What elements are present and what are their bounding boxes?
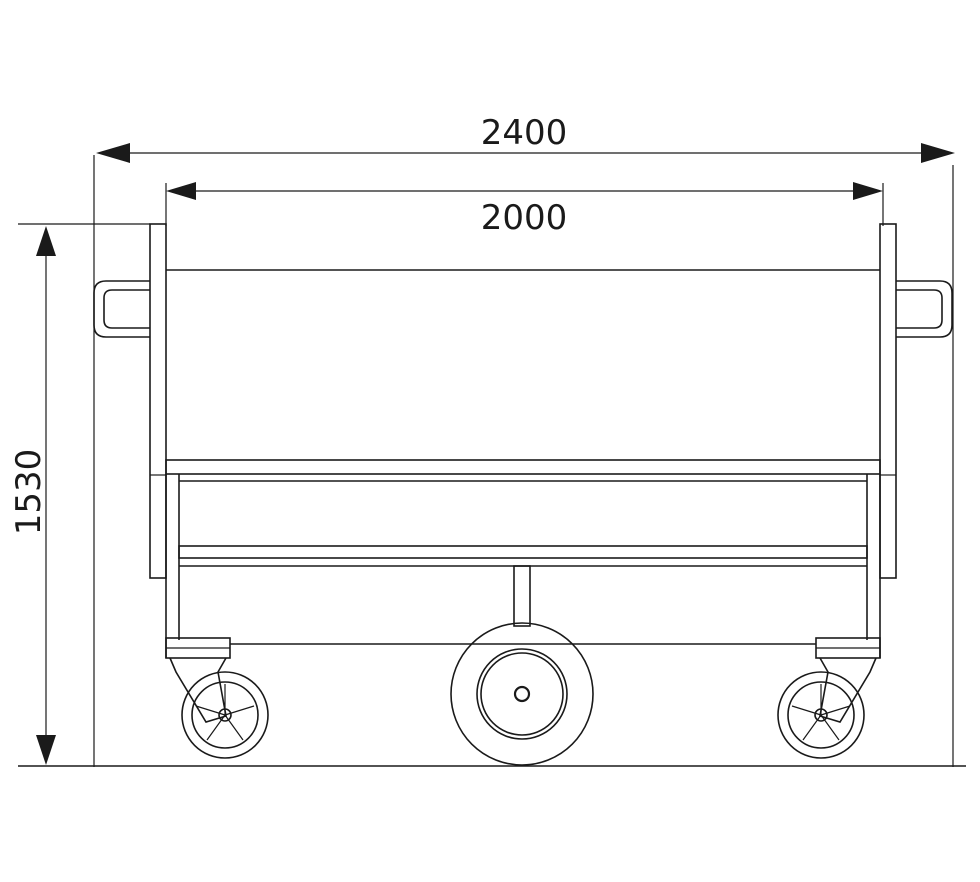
right-caster-wheel (777, 637, 881, 759)
left-wheel-tire (181, 671, 269, 759)
arrowhead-left-icon (166, 182, 196, 200)
overall-height-label: 1530 (9, 449, 49, 536)
center-wheel-rim-outer (476, 648, 568, 740)
cart-width-label: 2000 (481, 198, 568, 238)
left-caster-fork (169, 657, 227, 723)
left-end-post (149, 223, 167, 579)
left-wheel-hub (218, 708, 232, 722)
arrowhead-right-icon (921, 143, 955, 163)
right-end-post (879, 223, 897, 579)
left-caster-wheel (165, 637, 269, 759)
center-wheel-tire (450, 622, 594, 766)
left-handle-outer (93, 280, 150, 338)
arrowhead-up-icon (36, 226, 56, 256)
arrowhead-right-icon (853, 182, 883, 200)
arrowhead-down-icon (36, 735, 56, 765)
right-wheel-rim (787, 681, 855, 749)
cart-body (93, 223, 953, 658)
cart-width-dimension: 2000 (165, 182, 884, 238)
overall-width-label: 2400 (481, 113, 568, 153)
center-wheel-post (513, 565, 531, 627)
center-wheel (450, 622, 594, 766)
right-wheel-hub (814, 708, 828, 722)
left-wheel-spokes (195, 684, 255, 741)
lower-rail (178, 545, 868, 559)
right-caster-fork (819, 657, 877, 723)
center-wheel-hub (513, 685, 531, 703)
overall-width-dimension: 2400 (93, 113, 955, 767)
overall-height-dimension: 1530 (9, 223, 150, 765)
right-handle-inner (896, 289, 943, 329)
left-handle-inner (103, 289, 150, 329)
right-wheel-spokes (791, 684, 851, 741)
arrowhead-left-icon (96, 143, 130, 163)
center-wheel-rim-inner (480, 652, 564, 736)
right-wheel-tire (777, 671, 865, 759)
right-handle-outer (896, 280, 953, 338)
main-deck (165, 459, 881, 475)
left-wheel-rim (191, 681, 259, 749)
